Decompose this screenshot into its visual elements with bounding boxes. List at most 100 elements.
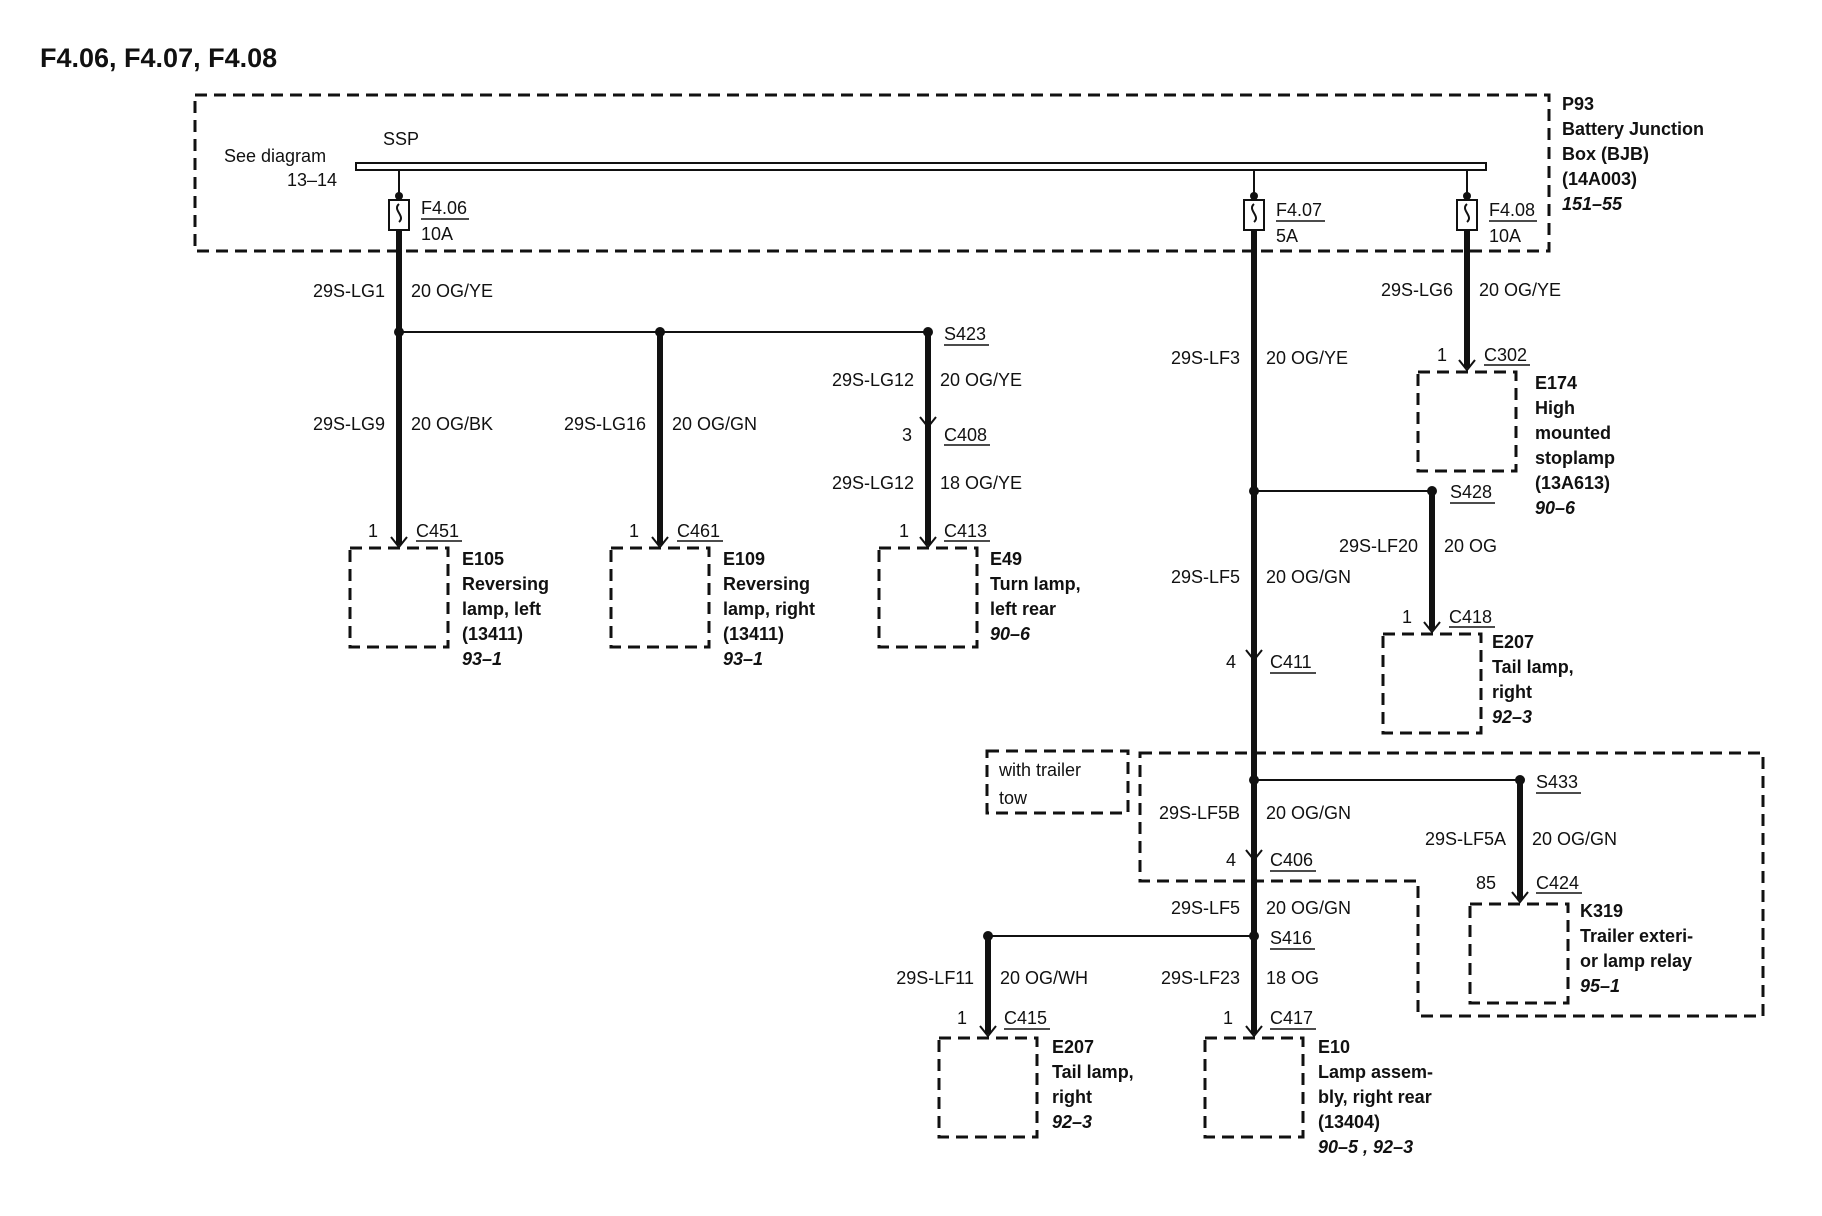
svg-text:90–5 , 92–3: 90–5 , 92–3	[1318, 1137, 1413, 1157]
bjb-ref: 151–55	[1562, 194, 1623, 214]
component-box-e174	[1416, 370, 1518, 473]
connector-label: C302	[1484, 345, 1527, 365]
svg-text:E207: E207	[1492, 632, 1534, 652]
wire-gauge: 20 OG/GN	[1266, 803, 1351, 823]
svg-text:93–1: 93–1	[723, 649, 763, 669]
fuse-f4-08: F4.08 10A	[1456, 170, 1537, 246]
wire-circuit: 29S-LF5	[1171, 567, 1240, 587]
svg-text:K319: K319	[1580, 901, 1623, 921]
wire-circuit: 29S-LG1	[313, 281, 385, 301]
svg-text:Lamp assem-: Lamp assem-	[1318, 1062, 1433, 1082]
wire-circuit: 29S-LF5	[1171, 898, 1240, 918]
wire-gauge: 20 OG/GN	[1532, 829, 1617, 849]
svg-text:(13404): (13404)	[1318, 1112, 1380, 1132]
connector-pin: 1	[1402, 607, 1412, 627]
connector-pin: 1	[1223, 1008, 1233, 1028]
wire-circuit: 29S-LG12	[832, 370, 914, 390]
svg-text:lamp, left: lamp, left	[462, 599, 541, 619]
bjb-line-2: Box (BJB)	[1562, 144, 1649, 164]
diagram-title: F4.06, F4.07, F4.08	[40, 43, 277, 73]
component-box-e49	[877, 546, 979, 649]
wire-circuit: 29S-LF11	[896, 968, 974, 988]
svg-text:Trailer exteri-: Trailer exteri-	[1580, 926, 1693, 946]
wire-gauge: 20 OG/WH	[1000, 968, 1088, 988]
wire-gauge: 18 OG/YE	[940, 473, 1022, 493]
splice-label: S428	[1450, 482, 1492, 502]
svg-text:93–1: 93–1	[462, 649, 502, 669]
svg-text:Reversing: Reversing	[723, 574, 810, 594]
bjb-line-3: (14A003)	[1562, 169, 1637, 189]
component-box-e10	[1203, 1036, 1305, 1139]
wire-gauge: 20 OG/GN	[672, 414, 757, 434]
svg-text:right: right	[1492, 682, 1532, 702]
connector-label: C408	[944, 425, 987, 445]
wire-gauge: 20 OG/YE	[1479, 280, 1561, 300]
wire-gauge: 20 OG/YE	[940, 370, 1022, 390]
splice-label: S416	[1270, 928, 1312, 948]
connector-label: C406	[1270, 850, 1313, 870]
wire-circuit: 29S-LF5B	[1159, 803, 1240, 823]
fuse-rating: 10A	[1489, 226, 1521, 246]
splice-node	[1249, 775, 1259, 785]
svg-text:lamp, right: lamp, right	[723, 599, 815, 619]
svg-text:E207: E207	[1052, 1037, 1094, 1057]
component-e109: E109 Reversing lamp, right (13411) 93–1	[723, 549, 815, 669]
bjb-line-1: Battery Junction	[1562, 119, 1704, 139]
svg-text:E174: E174	[1535, 373, 1577, 393]
component-box-e207-upper	[1381, 632, 1483, 735]
connector-label: C461	[677, 521, 720, 541]
wire-gauge: 20 OG	[1444, 536, 1497, 556]
svg-text:(13A613): (13A613)	[1535, 473, 1610, 493]
svg-text:or lamp relay: or lamp relay	[1580, 951, 1692, 971]
bus-label: SSP	[383, 129, 419, 149]
component-box-k319	[1468, 902, 1570, 1005]
splice-label: S433	[1536, 772, 1578, 792]
svg-text:E10: E10	[1318, 1037, 1350, 1057]
trailer-tow-option-box	[985, 749, 1130, 815]
connector-pin: 4	[1226, 850, 1236, 870]
connector-pin: 1	[629, 521, 639, 541]
component-e207-lower: E207 Tail lamp, right 92–3	[1052, 1037, 1134, 1132]
wire-gauge: 20 OG/GN	[1266, 898, 1351, 918]
wire-gauge: 20 OG/GN	[1266, 567, 1351, 587]
see-diagram-ref: 13–14	[287, 170, 337, 190]
component-k319: K319 Trailer exteri- or lamp relay 95–1	[1580, 901, 1693, 996]
wire-circuit: 29S-LG12	[832, 473, 914, 493]
wire-circuit: 29S-LF3	[1171, 348, 1240, 368]
svg-text:92–3: 92–3	[1052, 1112, 1092, 1132]
svg-text:90–6: 90–6	[1535, 498, 1576, 518]
splice-label: S423	[944, 324, 986, 344]
svg-text:Turn lamp,: Turn lamp,	[990, 574, 1081, 594]
connector-label: C451	[416, 521, 459, 541]
connector-pin: 4	[1226, 652, 1236, 672]
svg-text:95–1: 95–1	[1580, 976, 1620, 996]
trailer-tow-label-1: with trailer	[998, 760, 1081, 780]
trailer-tow-boundary	[1138, 751, 1765, 1018]
ssp-bus-bar	[355, 162, 1487, 171]
connector-label: C418	[1449, 607, 1492, 627]
wire-gauge: 20 OG/YE	[411, 281, 493, 301]
component-e174: E174 High mounted stoplamp (13A613) 90–6	[1535, 373, 1615, 518]
fuse-rating: 10A	[421, 224, 453, 244]
connector-label: C415	[1004, 1008, 1047, 1028]
svg-text:Reversing: Reversing	[462, 574, 549, 594]
svg-text:(13411): (13411)	[462, 624, 523, 644]
connector-label: C413	[944, 521, 987, 541]
bjb-id: P93	[1562, 94, 1594, 114]
svg-text:High: High	[1535, 398, 1575, 418]
svg-text:E105: E105	[462, 549, 504, 569]
fuse-id: F4.06	[421, 198, 467, 218]
svg-text:left rear: left rear	[990, 599, 1056, 619]
svg-text:stoplamp: stoplamp	[1535, 448, 1615, 468]
connector-pin: 85	[1476, 873, 1496, 893]
wire-gauge: 18 OG	[1266, 968, 1319, 988]
fuse-id: F4.07	[1276, 200, 1322, 220]
svg-text:E49: E49	[990, 549, 1022, 569]
wire-circuit: 29S-LF5A	[1425, 829, 1506, 849]
connector-label: C411	[1270, 652, 1312, 672]
wire-circuit: 29S-LG16	[564, 414, 646, 434]
connector-label: C424	[1536, 873, 1579, 893]
bjb-boundary	[193, 93, 1551, 253]
wire-circuit: 29S-LG6	[1381, 280, 1453, 300]
